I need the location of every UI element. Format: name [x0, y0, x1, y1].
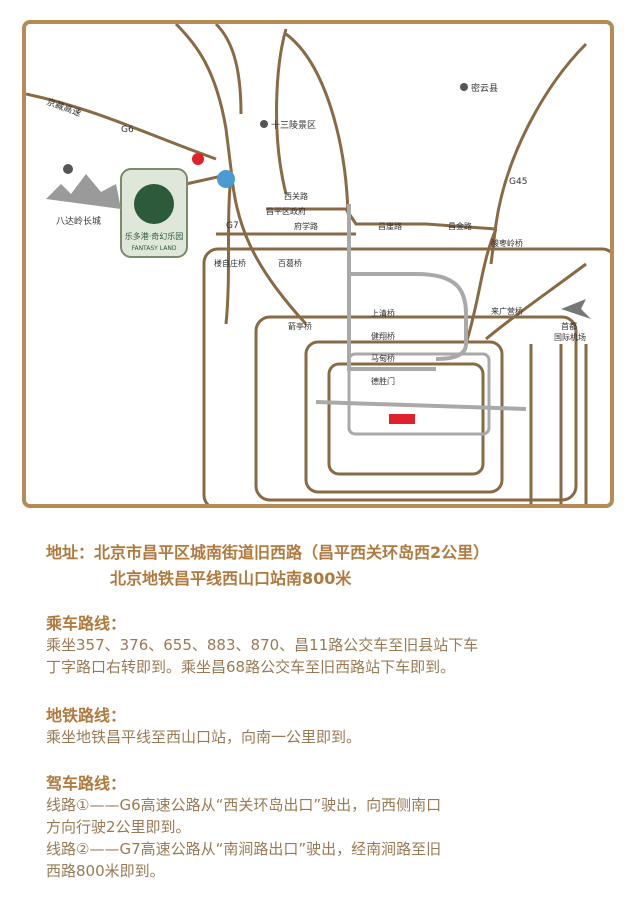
label-fuxuelu: 府学路 [294, 221, 318, 231]
address-text-1: 北京市昌平区城南街道旧西路（昌平西关环岛西2公里） [94, 543, 490, 562]
drive-title: 驾车路线： [46, 774, 127, 793]
bus-title: 乘车路线： [46, 614, 127, 633]
roundabout-icon [217, 170, 235, 188]
subway-line2-axis [315, 400, 527, 411]
subway-line2-loop [347, 352, 491, 436]
badaling-dot-icon [63, 164, 73, 174]
bus-section: 乘车路线： 乘坐357、376、655、883、870、昌11路公交车至旧县站下… [46, 610, 606, 678]
label-g45: G45 [509, 177, 527, 187]
jingcheng-highway [464, 228, 498, 345]
logo-sub-text: FANTASY LAND [132, 245, 177, 252]
jingzang-highway [25, 92, 217, 161]
label-jianziqiao: 箭亭桥 [288, 321, 312, 331]
label-jingzang: 京藏高速 [45, 96, 83, 120]
liuhuan-road [254, 315, 578, 502]
great-wall-icon [46, 174, 121, 209]
subway-line13 [349, 272, 468, 361]
bus-line-2: 丁字路口右转即到。乘坐昌68路公交车至旧西路站下车即到。 [46, 658, 456, 676]
drive-line-1: 线路①——G6高速公路从“西关环岛出口”驶出，向西侧南口 [46, 796, 442, 814]
label-miyun: 密云县 [471, 82, 498, 94]
subway-section: 地铁路线： 乘坐地铁昌平线至西山口站，向南一公里即到。 [46, 702, 606, 748]
subway-title: 地铁路线： [46, 706, 127, 725]
label-airport-2: 国际机场 [554, 332, 586, 342]
drive-line-2: 方向行驶2公里即到。 [46, 818, 191, 836]
label-deshengmen: 德胜门 [371, 376, 395, 386]
miyun-dot-icon [460, 83, 468, 91]
route-map: 乐多港·奇幻乐园 FANTASY LAND 八达岭长城 十三陵景区 密云县 首都… [22, 20, 618, 511]
changchi-road [275, 28, 288, 195]
address-block: 地址：北京市昌平区城南街道旧西路（昌平西关环岛西2公里） 北京地铁昌平线西山口站… [46, 540, 606, 592]
label-airport-1: 首都 [561, 321, 577, 331]
label-baigeqiao: 百葛桥 [278, 258, 302, 268]
label-badaling: 八达岭长城 [56, 215, 101, 227]
label-xiguanlu: 西关路 [284, 191, 308, 201]
label-louzizhuangqiao: 楼自庄桥 [214, 258, 246, 268]
subway-line-1: 乘坐地铁昌平线至西山口站，向南一公里即到。 [46, 728, 362, 746]
label-shangqingqiao: 上清桥 [371, 308, 395, 318]
sihuan-road [327, 362, 485, 476]
label-shisanling: 十三陵景区 [271, 119, 316, 131]
shisanling-dot-icon [260, 120, 268, 128]
tiananmen-icon [389, 414, 415, 424]
label-laiguangyingqiao: 来广营桥 [491, 306, 523, 316]
airplane-icon [561, 299, 591, 319]
changping-road [266, 207, 497, 231]
jingxin-highway [174, 22, 233, 170]
label-g6: G6 [121, 125, 134, 135]
drive-line-4: 西路800米即到。 [46, 862, 165, 880]
g7-highway [224, 173, 233, 325]
east-roads [529, 344, 588, 504]
label-madianqiao: 马甸桥 [371, 353, 395, 363]
g6-highway [229, 168, 308, 326]
label-changjinlu: 昌金路 [448, 221, 472, 231]
label-jianxiangqiao: 健翔桥 [371, 331, 395, 341]
drive-section: 驾车路线： 线路①——G6高速公路从“西关环岛出口”驶出，向西侧南口 方向行驶2… [46, 770, 606, 882]
address-line-2: 北京地铁昌平线西山口站南800米 [110, 569, 352, 588]
wuhuan-road [304, 340, 504, 494]
logo-main-text: 乐多港·奇幻乐园 [125, 231, 184, 241]
label-changping-gov: 昌平区政府 [266, 206, 306, 216]
label-g7: G7 [226, 221, 239, 231]
jingyin-road [214, 22, 243, 115]
address-line-1: 地址：北京市昌平区城南街道旧西路（昌平西关环岛西2公里） [46, 540, 606, 566]
drive-line-3: 线路②——G7高速公路从“南涧路出口”驶出，经南涧路至旧 [46, 840, 442, 858]
map-canvas: 乐多港·奇幻乐园 FANTASY LAND 八达岭长城 十三陵景区 密云县 首都… [25, 22, 618, 511]
address-label: 地址： [46, 543, 95, 562]
shuiku-road [285, 32, 350, 215]
location-marker-icon [192, 153, 204, 165]
airport-highway [485, 262, 587, 341]
label-changyalu: 昌崖路 [378, 221, 402, 231]
park-logo-icon [134, 184, 174, 224]
outer-ring-road [202, 247, 618, 511]
bus-line-1: 乘坐357、376、655、883、870、昌11路公交车至旧县站下车 [46, 636, 479, 654]
daguang-highway [489, 42, 588, 265]
label-sujiatuoqiao: 酸枣岭桥 [491, 238, 523, 248]
